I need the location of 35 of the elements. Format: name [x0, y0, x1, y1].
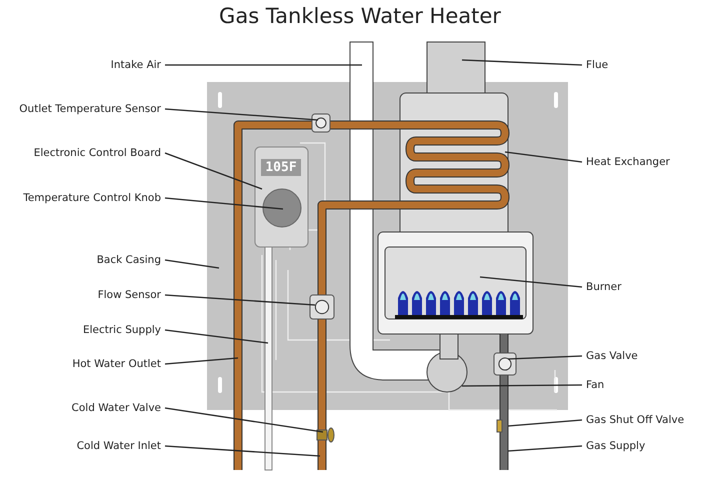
leader-line: [164, 259, 220, 269]
leader-line: [164, 357, 238, 365]
part-label: Cold Water Inlet: [1, 439, 161, 453]
leader-line: [508, 355, 582, 360]
part-label: Flue: [586, 58, 608, 72]
part-label: Outlet Temperature Sensor: [1, 102, 161, 116]
diagram-title: Gas Tankless Water Heater: [218, 4, 502, 28]
leader-line: [164, 407, 324, 433]
temperature-display: 105F: [261, 159, 301, 176]
part-label: Gas Supply: [586, 439, 646, 453]
part-label: Hot Water Outlet: [1, 357, 161, 371]
leader-line: [462, 59, 582, 66]
part-label: Temperature Control Knob: [1, 191, 161, 205]
part-label: Fan: [586, 378, 604, 392]
leader-line: [480, 276, 582, 288]
leader-line: [508, 419, 582, 427]
leader-line: [164, 152, 262, 190]
part-label: Electric Supply: [1, 323, 161, 337]
part-label: Gas Shut Off Valve: [586, 413, 684, 427]
part-label: Intake Air: [1, 58, 161, 72]
leader-line: [164, 445, 320, 457]
part-label: Gas Valve: [586, 349, 638, 363]
leader-line: [164, 294, 316, 306]
part-label: Flow Sensor: [1, 288, 161, 302]
part-label: Heat Exchanger: [586, 155, 670, 169]
leader-line: [164, 108, 318, 121]
part-label: Burner: [586, 280, 622, 294]
part-label: Electronic Control Board: [1, 146, 161, 160]
part-label: Cold Water Valve: [1, 401, 161, 415]
leader-line: [508, 445, 582, 452]
leader-line: [164, 197, 284, 210]
leader-line: [462, 384, 582, 387]
leader-line: [164, 329, 268, 344]
leader-line: [165, 64, 362, 66]
part-label: Back Casing: [1, 253, 161, 267]
